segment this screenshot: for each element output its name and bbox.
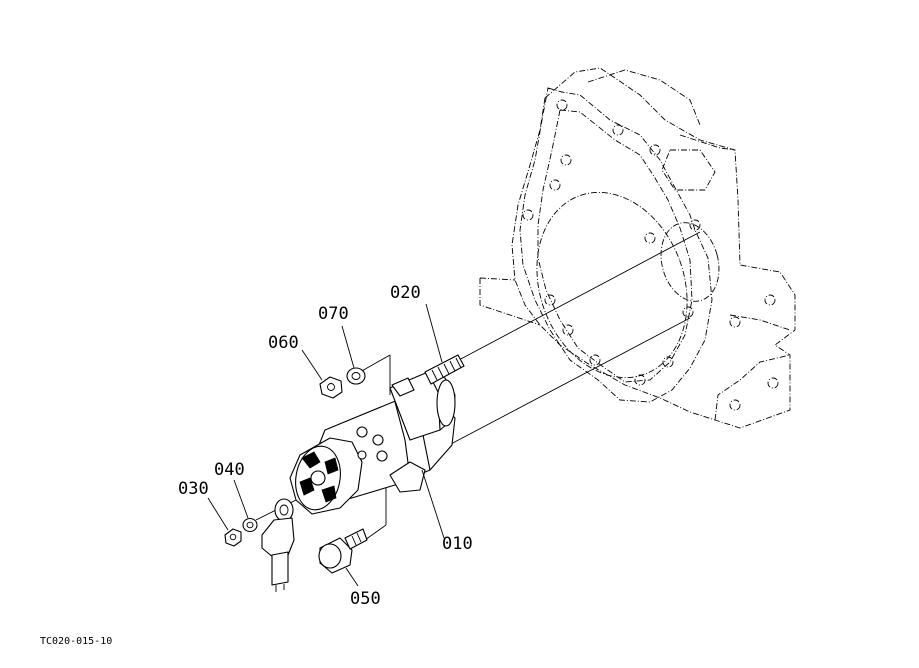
bolt-050	[318, 528, 368, 574]
leader-lines	[207, 303, 445, 587]
callout-020: 020	[390, 283, 421, 303]
starter-motor	[289, 371, 456, 515]
flywheel-housing	[479, 67, 796, 429]
callout-060: 060	[268, 333, 299, 353]
nut-060	[319, 376, 343, 399]
washer-040	[242, 517, 258, 533]
housing-bolt-holes	[522, 99, 779, 411]
stud-bolt	[424, 354, 465, 385]
callout-030: 030	[178, 479, 209, 499]
callout-050: 050	[350, 589, 381, 609]
battery-cable-terminal	[261, 498, 295, 592]
nut-030	[224, 528, 242, 547]
callout-040: 040	[214, 460, 245, 480]
assembly-guide-lines	[255, 231, 701, 541]
callout-010: 010	[442, 534, 473, 554]
pinion-gear	[299, 451, 339, 503]
figure-reference-code: TC020-015-10	[40, 636, 112, 647]
washer-070	[346, 367, 366, 385]
callout-070: 070	[318, 304, 349, 324]
